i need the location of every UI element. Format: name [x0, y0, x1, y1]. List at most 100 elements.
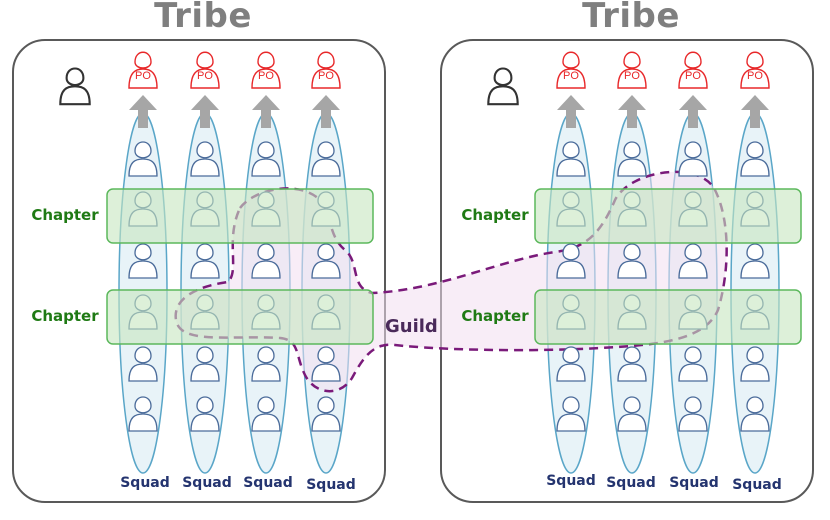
arrow-shaft: [138, 106, 148, 128]
squad-label-left-1: Squad: [120, 475, 170, 491]
person-head: [746, 141, 764, 159]
person-head: [257, 243, 275, 261]
person-head: [746, 243, 764, 261]
person-icon: [128, 396, 158, 432]
person-icon: [678, 141, 708, 177]
person-body: [251, 413, 281, 432]
arrow-shaft: [321, 106, 331, 128]
person-icon: [128, 141, 158, 177]
po-head: [562, 51, 580, 69]
arrow-shaft: [688, 106, 698, 128]
person-body: [740, 413, 770, 432]
person-body: [190, 260, 220, 279]
person-icon: [190, 346, 220, 382]
person-body: [190, 158, 220, 177]
po-body: [678, 68, 708, 89]
arrow-shaft: [200, 106, 210, 128]
person-body: [311, 363, 341, 382]
po-label: PO: [318, 70, 334, 82]
up-arrow-icon: [741, 95, 769, 128]
po-label: PO: [135, 70, 151, 82]
person-body: [556, 363, 586, 382]
po-label: PO: [197, 70, 213, 82]
person-icon: [678, 346, 708, 382]
person-head: [562, 346, 580, 364]
person-icon: [251, 346, 281, 382]
person-body: [311, 413, 341, 432]
person-body: [556, 260, 586, 279]
person-head: [623, 243, 641, 261]
person-icon: [251, 396, 281, 432]
person-head: [746, 346, 764, 364]
person-icon: [617, 243, 647, 279]
person-head: [134, 243, 152, 261]
person-icon: [740, 141, 770, 177]
squad-label-right-2: Squad: [606, 475, 656, 491]
arrow-shaft: [261, 106, 271, 128]
person-body: [740, 363, 770, 382]
squad-label-right-4: Squad: [732, 477, 782, 493]
po-person-icon: PO: [617, 51, 647, 89]
up-arrow-icon: [191, 95, 219, 128]
po-person-icon: PO: [190, 51, 220, 89]
person-icon: [556, 346, 586, 382]
person-icon: [251, 243, 281, 279]
person-head: [196, 141, 214, 159]
person-icon: [311, 346, 341, 382]
person-head: [196, 243, 214, 261]
person-head: [623, 396, 641, 414]
person-body: [251, 363, 281, 382]
person-head: [562, 243, 580, 261]
arrow-head: [557, 95, 585, 110]
up-arrow-icon: [129, 95, 157, 128]
person-body: [617, 260, 647, 279]
po-label: PO: [563, 70, 579, 82]
squad-label-right-1: Squad: [546, 473, 596, 489]
up-arrow-icon: [312, 95, 340, 128]
arrow-head: [312, 95, 340, 110]
po-body: [740, 68, 770, 89]
person-head: [562, 396, 580, 414]
squad-label-left-2: Squad: [182, 475, 232, 491]
person-body: [190, 413, 220, 432]
person-body: [678, 363, 708, 382]
chapter-band: [534, 289, 802, 345]
chapter-label-left-2: Chapter: [31, 307, 99, 325]
po-body: [128, 68, 158, 89]
po-label: PO: [258, 70, 274, 82]
person-icon: [128, 346, 158, 382]
arrow-head: [129, 95, 157, 110]
person-icon: [311, 243, 341, 279]
arrow-shaft: [627, 106, 637, 128]
person-head: [257, 396, 275, 414]
up-arrow-icon: [557, 95, 585, 128]
person-body: [617, 413, 647, 432]
person-head: [134, 141, 152, 159]
po-head: [134, 51, 152, 69]
person-icon: [678, 243, 708, 279]
person-body: [617, 158, 647, 177]
person-icon: [740, 243, 770, 279]
tribe-title-right: Tribe: [582, 0, 680, 36]
up-arrow-icon: [252, 95, 280, 128]
person-icon: [740, 346, 770, 382]
po-person-icon: PO: [128, 51, 158, 89]
person-body: [251, 260, 281, 279]
person-head: [317, 141, 335, 159]
chapter-band: [106, 188, 374, 244]
arrow-shaft: [566, 106, 576, 128]
person-body: [678, 158, 708, 177]
chapter-band: [106, 289, 374, 345]
arrow-head: [191, 95, 219, 110]
person-head: [562, 141, 580, 159]
person-icon: [678, 396, 708, 432]
person-body: [128, 363, 158, 382]
squad-label-left-4: Squad: [306, 477, 356, 493]
person-icon: [556, 396, 586, 432]
person-body: [311, 260, 341, 279]
chapter-label-right-1: Chapter: [461, 206, 529, 224]
po-body: [311, 68, 341, 89]
po-body: [190, 68, 220, 89]
po-person-icon: PO: [740, 51, 770, 89]
